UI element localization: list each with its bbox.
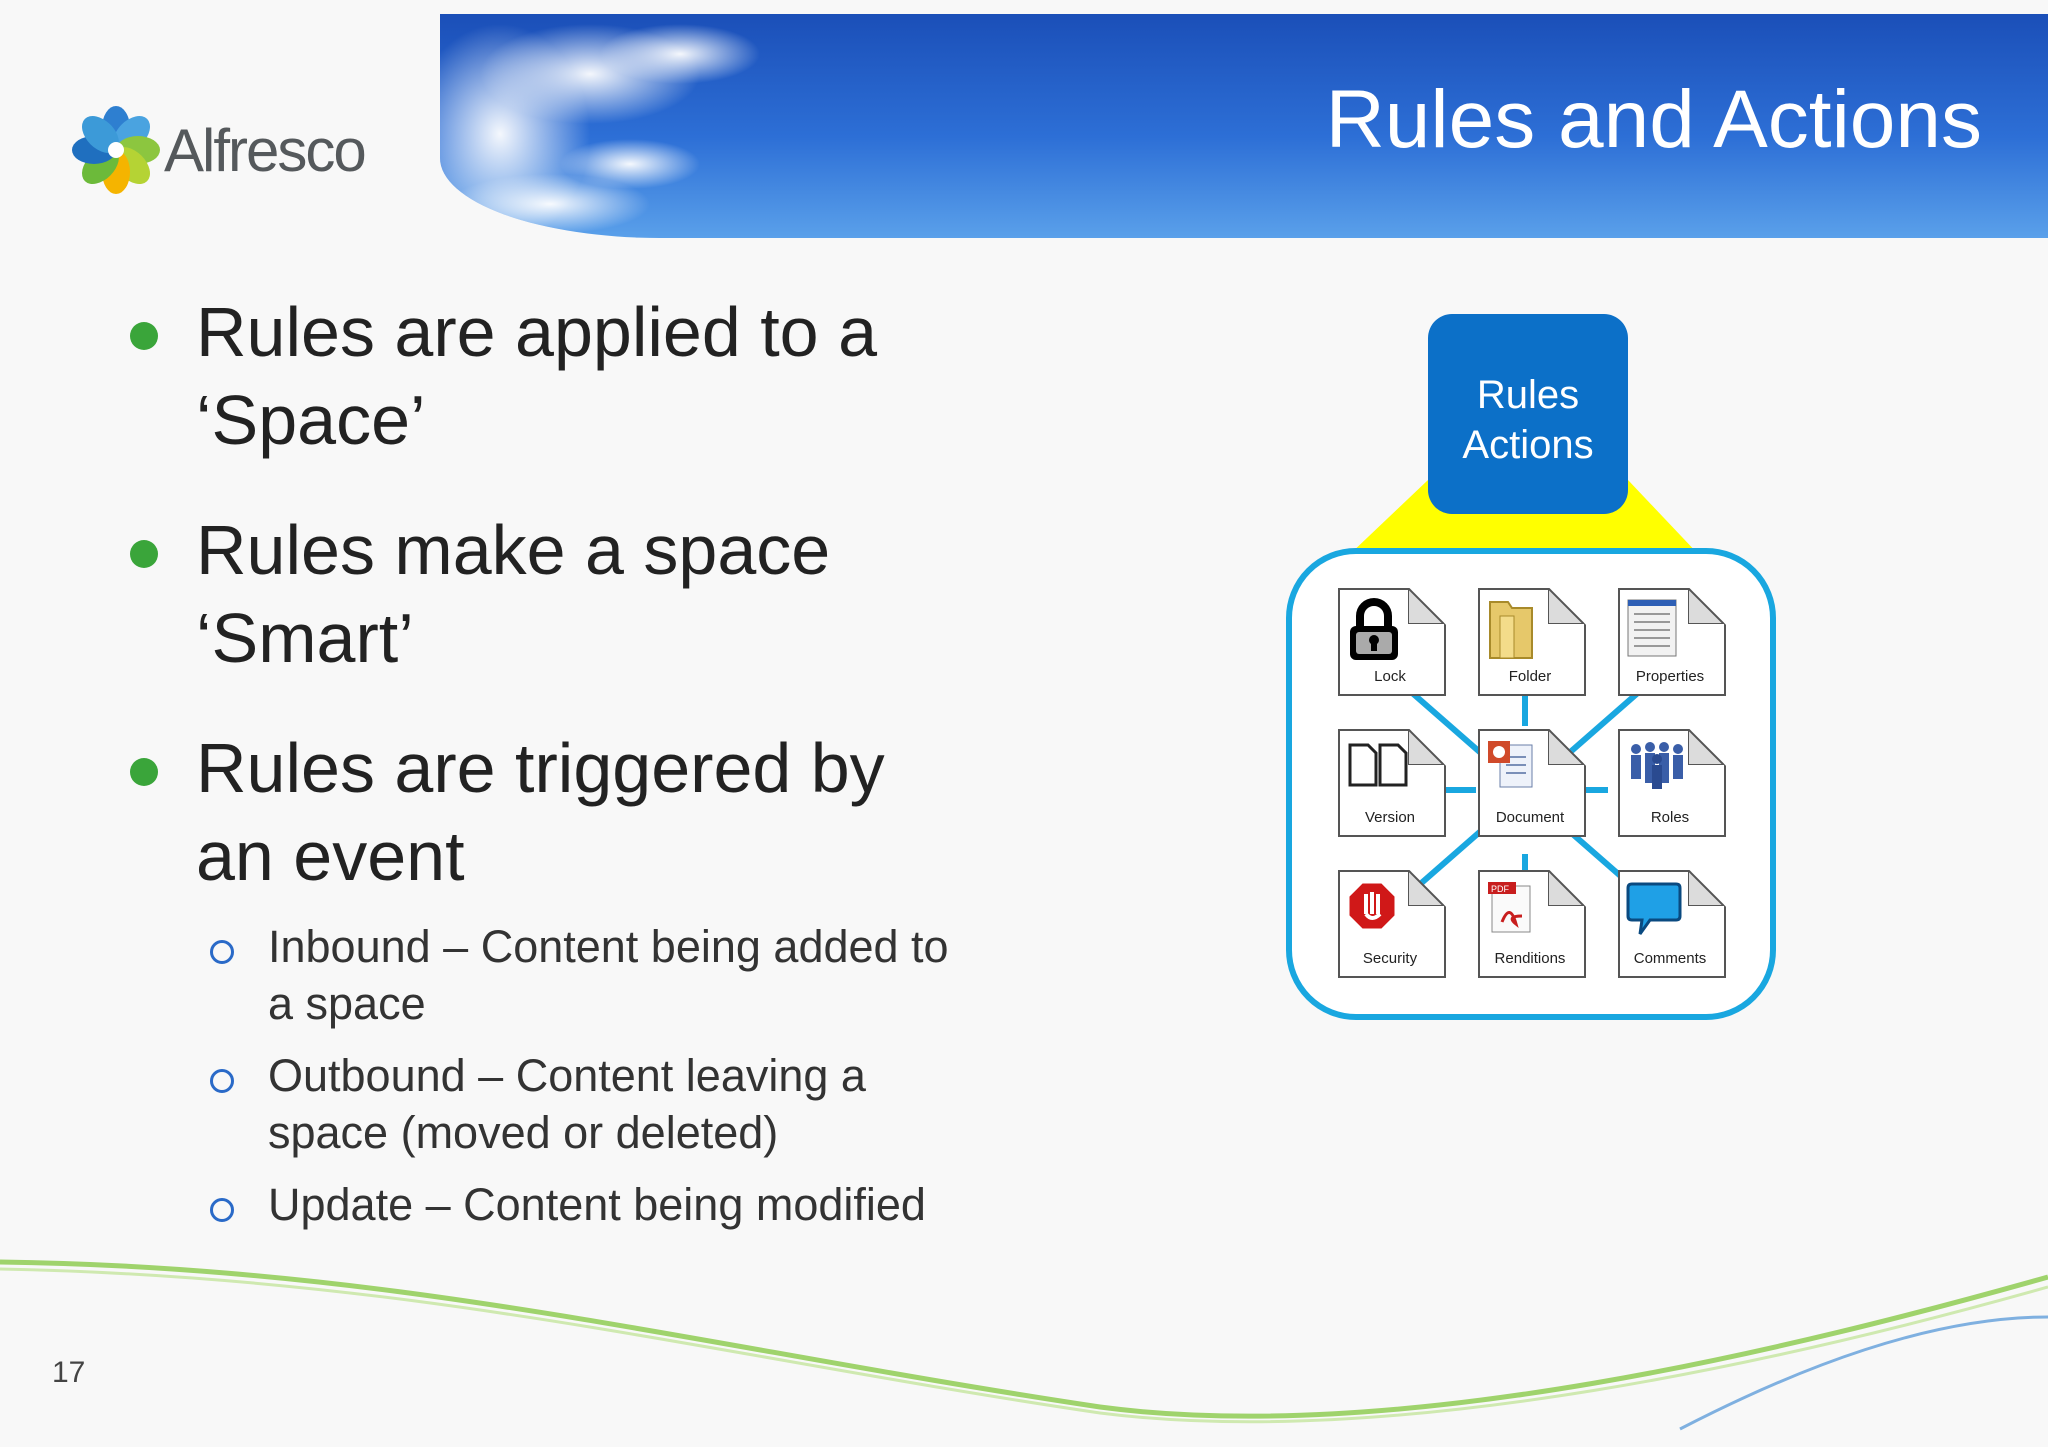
bottom-swoosh-decoration [0, 1259, 2048, 1431]
tile-label: Document [1495, 809, 1565, 826]
bullet-dot [130, 322, 158, 350]
sub-bullet-ring [210, 940, 234, 964]
tile-label: Security [1362, 950, 1418, 967]
page-fold [1547, 585, 1587, 625]
page-fold [1687, 867, 1727, 907]
bullet-line: ‘Smart’ [196, 599, 414, 677]
tile-label: Comments [1633, 950, 1707, 967]
box-line-actions: Actions [1462, 423, 1594, 467]
bullet-line: Rules are triggered by [196, 729, 885, 807]
alfresco-logo [66, 100, 406, 200]
sub-bullet-line: space (moved or deleted) [268, 1107, 779, 1158]
bullet-dot [130, 758, 158, 786]
roles-icon [1626, 739, 1686, 796]
lock-icon [1346, 598, 1402, 667]
speech-bubble-icon [1626, 880, 1682, 943]
bullet-line: Rules make a space [196, 511, 831, 589]
bullet-line: Rules are applied to a [196, 293, 877, 371]
tile-label: Roles [1650, 809, 1690, 826]
sub-bullet-line: Inbound – Content being added to [268, 921, 949, 972]
tile-label: Properties [1635, 668, 1705, 685]
properties-icon [1626, 598, 1678, 663]
header-band [440, 14, 2048, 238]
page-fold [1407, 585, 1447, 625]
sub-bullet-line: Outbound – Content leaving a [268, 1050, 866, 1101]
page-fold [1407, 867, 1447, 907]
tile-label: Lock [1374, 668, 1406, 685]
sub-bullet-ring [210, 1198, 234, 1222]
logo-wordmark: Alfresco [164, 117, 367, 184]
version-icon [1346, 739, 1410, 794]
sub-bullet-ring [210, 1069, 234, 1093]
page-fold [1407, 726, 1447, 766]
box-line-rules: Rules [1476, 373, 1580, 417]
page-fold [1687, 585, 1727, 625]
page-fold [1687, 726, 1727, 766]
rules-actions-box: Rules Actions [1428, 314, 1628, 514]
sub-bullet-line: Update – Content being modified [268, 1179, 926, 1230]
tile-label: Folder [1508, 668, 1552, 685]
bullet-dot [130, 540, 158, 568]
pdf-icon: PDF [1486, 880, 1536, 941]
folder-icon [1486, 598, 1536, 667]
sky-clouds-decoration [440, 24, 760, 238]
stop-sign-icon [1346, 880, 1398, 937]
bullet-line: ‘Space’ [196, 381, 426, 459]
bullet-line: an event [196, 817, 465, 895]
slide-title: Rules and Actions [1325, 74, 1982, 165]
sub-bullet-line: a space [268, 978, 426, 1029]
page-fold [1547, 867, 1587, 907]
document-icon [1486, 739, 1534, 796]
tile-label: Version [1364, 809, 1416, 826]
svg-text:PDF: PDF [1491, 884, 1510, 894]
page-number: 17 [52, 1356, 86, 1389]
tile-label: Renditions [1494, 950, 1566, 967]
page-fold [1547, 726, 1587, 766]
flower-logo-icon [72, 106, 160, 194]
